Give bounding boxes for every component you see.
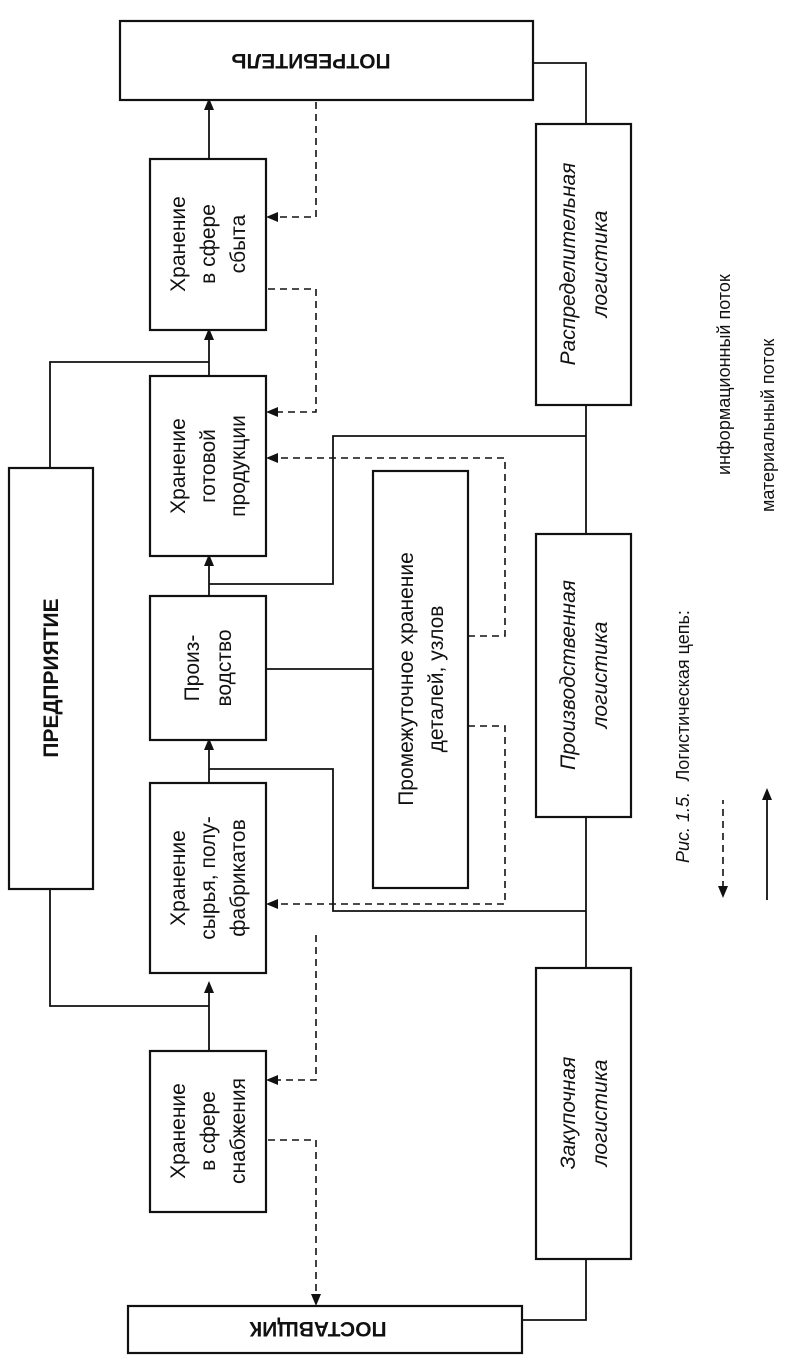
purchasing-logistics-box: Закупочная логистика xyxy=(534,966,633,1261)
supplier-label: ПОСТАВЩИК xyxy=(249,1317,386,1340)
storage-sales-box: Хранение в сфере сбыта xyxy=(148,157,268,332)
distribution-logistics-box: Распределительная логистика xyxy=(534,122,633,407)
storage-supply-line-1: Хранение xyxy=(167,1083,190,1179)
distribution-line-1: Распределительная xyxy=(557,163,580,366)
caption-prefix: Рис. 1.5. xyxy=(673,792,693,863)
legend-info-flow: информационный поток xyxy=(714,274,734,898)
storage-raw-line-2: сырья, полу- xyxy=(197,816,220,940)
production-logistics-line-1: Производственная xyxy=(557,580,580,770)
legend-material-label: материальный поток xyxy=(758,339,778,512)
purchasing-line-2: логистика xyxy=(589,1060,612,1168)
production-line-1: Произ- xyxy=(181,635,204,702)
storage-raw-line-1: Хранение xyxy=(167,830,190,926)
production-logistics-line-2: логистика xyxy=(589,622,612,730)
caption-title: Логистическая цепь: xyxy=(673,610,693,781)
intermediate-line-2: деталей, узлов xyxy=(425,606,448,753)
storage-sales-line-2: в сфере xyxy=(197,204,220,284)
production-box: Произ- водство xyxy=(148,594,268,742)
production-logistics-box: Производственная логистика xyxy=(534,532,633,819)
distribution-line-2: логистика xyxy=(589,211,612,319)
storage-finished-line-1: Хранение xyxy=(167,418,190,514)
material-flow-lines xyxy=(49,62,587,1321)
information-arrowheads xyxy=(266,212,321,1306)
storage-supply-line-3: снабжения xyxy=(227,1078,250,1184)
consumer-label: ПОТРЕБИТЕЛЬ xyxy=(231,49,390,72)
intermediate-storage-box: Промежуточное хранение деталей, узлов xyxy=(371,469,470,890)
legend-material-flow: материальный поток xyxy=(758,339,778,900)
storage-supply-box: Хранение в сфере снабжения xyxy=(148,1049,268,1214)
enterprise-label: ПРЕДПРИЯТИЕ xyxy=(40,598,63,757)
figure-caption: Рис. 1.5. Логистическая цепь: xyxy=(673,610,693,863)
storage-sales-line-1: Хранение xyxy=(167,196,190,292)
storage-finished-line-2: готовой xyxy=(197,429,220,503)
legend-info-label: информационный поток xyxy=(714,274,734,475)
storage-sales-line-3: сбыта xyxy=(227,214,250,273)
production-line-2: водство xyxy=(213,629,236,706)
storage-raw-line-3: фабрикатов xyxy=(227,819,250,936)
information-flow-lines xyxy=(268,102,506,1296)
storage-raw-box: Хранение сырья, полу- фабрикатов xyxy=(148,781,268,975)
svg-text:Рис. 1.5. Логистическая: Рис. 1.5. Логистическая цепь: xyxy=(673,610,693,863)
consumer-box: ПОТРЕБИТЕЛЬ xyxy=(118,19,535,102)
enterprise-box: ПРЕДПРИЯТИЕ xyxy=(7,466,95,891)
storage-finished-box: Хранение готовой продукции xyxy=(148,374,268,558)
storage-supply-line-2: в сфере xyxy=(197,1091,220,1171)
storage-finished-line-3: продукции xyxy=(227,415,250,517)
purchasing-line-1: Закупочная xyxy=(557,1057,580,1170)
intermediate-line-1: Промежуточное хранение xyxy=(395,552,418,806)
supplier-box: ПОСТАВЩИК xyxy=(126,1304,524,1355)
